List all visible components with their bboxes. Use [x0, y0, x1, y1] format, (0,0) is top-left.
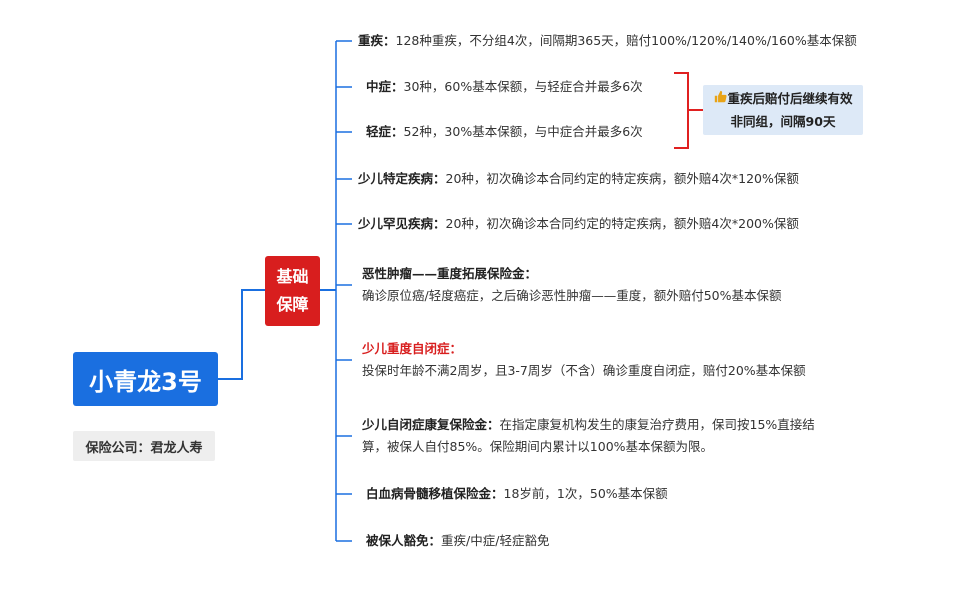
item-label: 少儿自闭症康复保险金：: [362, 417, 500, 432]
category-line1: 基础: [276, 267, 309, 286]
item-label: 被保人豁免：: [366, 533, 442, 548]
note-line2: 非同组，间隔90天: [730, 114, 836, 129]
root-node[interactable]: 小青龙3号: [73, 352, 218, 406]
item-text: 20种，初次确诊本合同约定的特定疾病，额外赔4次*120%保额: [445, 171, 799, 186]
item-text: 18岁前，1次，50%基本保额: [503, 486, 668, 501]
item-text: 52种，30%基本保额，与中症合并最多6次: [403, 124, 643, 139]
item-text: 128种重疾，不分组4次，间隔期365天，赔付100%/120%/140%/16…: [395, 33, 857, 48]
note-line1-row: 重疾后赔付后继续有效: [713, 87, 853, 110]
item-text-2: 算，被保人自付85%。保险期间内累计以100%基本保额为限。: [362, 439, 714, 454]
item-child-rare-disease[interactable]: 少儿罕见疾病：20种，初次确诊本合同约定的特定疾病，额外赔4次*200%保额: [358, 213, 799, 235]
root-connector: [218, 289, 265, 380]
root-title: 小青龙3号: [89, 367, 202, 396]
thumbs-up-icon: [713, 87, 727, 110]
item-text: 重疾/中症/轻症豁免: [441, 533, 550, 548]
item-text: 确诊原位癌/轻度癌症，之后确诊恶性肿瘤——重度，额外赔付50%基本保额: [362, 288, 782, 303]
item-premium-waiver[interactable]: 被保人豁免：重疾/中症/轻症豁免: [366, 530, 549, 552]
item-autism-rehab[interactable]: 少儿自闭症康复保险金：在指定康复机构发生的康复治疗费用，保司按15%直接结 算，…: [362, 414, 815, 458]
note-line1: 重疾后赔付后继续有效: [727, 91, 853, 106]
item-label: 轻症：: [366, 124, 404, 139]
item-label: 中症：: [366, 79, 404, 94]
item-cancer-extension[interactable]: 恶性肿瘤——重度拓展保险金： 确诊原位癌/轻度癌症，之后确诊恶性肿瘤——重度，额…: [362, 263, 782, 307]
item-child-specific-disease[interactable]: 少儿特定疾病：20种，初次确诊本合同约定的特定疾病，额外赔4次*120%保额: [358, 168, 799, 190]
company-label: 保险公司：君龙人寿: [73, 431, 215, 461]
item-text: 投保时年龄不满2周岁，且3-7周岁（不含）确诊重度自闭症，赔付20%基本保额: [362, 363, 806, 378]
item-critical-illness[interactable]: 重疾：128种重疾，不分组4次，间隔期365天，赔付100%/120%/140%…: [358, 30, 857, 52]
company-text: 保险公司：君龙人寿: [85, 440, 203, 456]
bracket: [674, 72, 689, 149]
item-label: 重疾：: [358, 33, 396, 48]
category-line2: 保障: [276, 295, 309, 314]
item-leukemia-transplant[interactable]: 白血病骨髓移植保险金：18岁前，1次，50%基本保额: [366, 483, 668, 505]
item-text: 在指定康复机构发生的康复治疗费用，保司按15%直接结: [499, 417, 815, 432]
item-label: 少儿特定疾病：: [358, 171, 446, 186]
item-moderate-illness[interactable]: 中症：30种，60%基本保额，与轻症合并最多6次: [366, 76, 643, 98]
item-text: 20种，初次确诊本合同约定的特定疾病，额外赔4次*200%保额: [445, 216, 799, 231]
category-node[interactable]: 基础 保障: [265, 256, 320, 326]
item-label: 少儿重度自闭症：: [362, 341, 463, 356]
item-mild-illness[interactable]: 轻症：52种，30%基本保额，与中症合并最多6次: [366, 121, 643, 143]
item-label: 少儿罕见疾病：: [358, 216, 446, 231]
item-child-autism[interactable]: 少儿重度自闭症： 投保时年龄不满2周岁，且3-7周岁（不含）确诊重度自闭症，赔付…: [362, 338, 806, 382]
note-box[interactable]: 重疾后赔付后继续有效 非同组，间隔90天: [703, 85, 863, 135]
item-text: 30种，60%基本保额，与轻症合并最多6次: [403, 79, 643, 94]
item-label: 白血病骨髓移植保险金：: [366, 486, 504, 501]
item-label: 恶性肿瘤——重度拓展保险金：: [362, 266, 538, 281]
